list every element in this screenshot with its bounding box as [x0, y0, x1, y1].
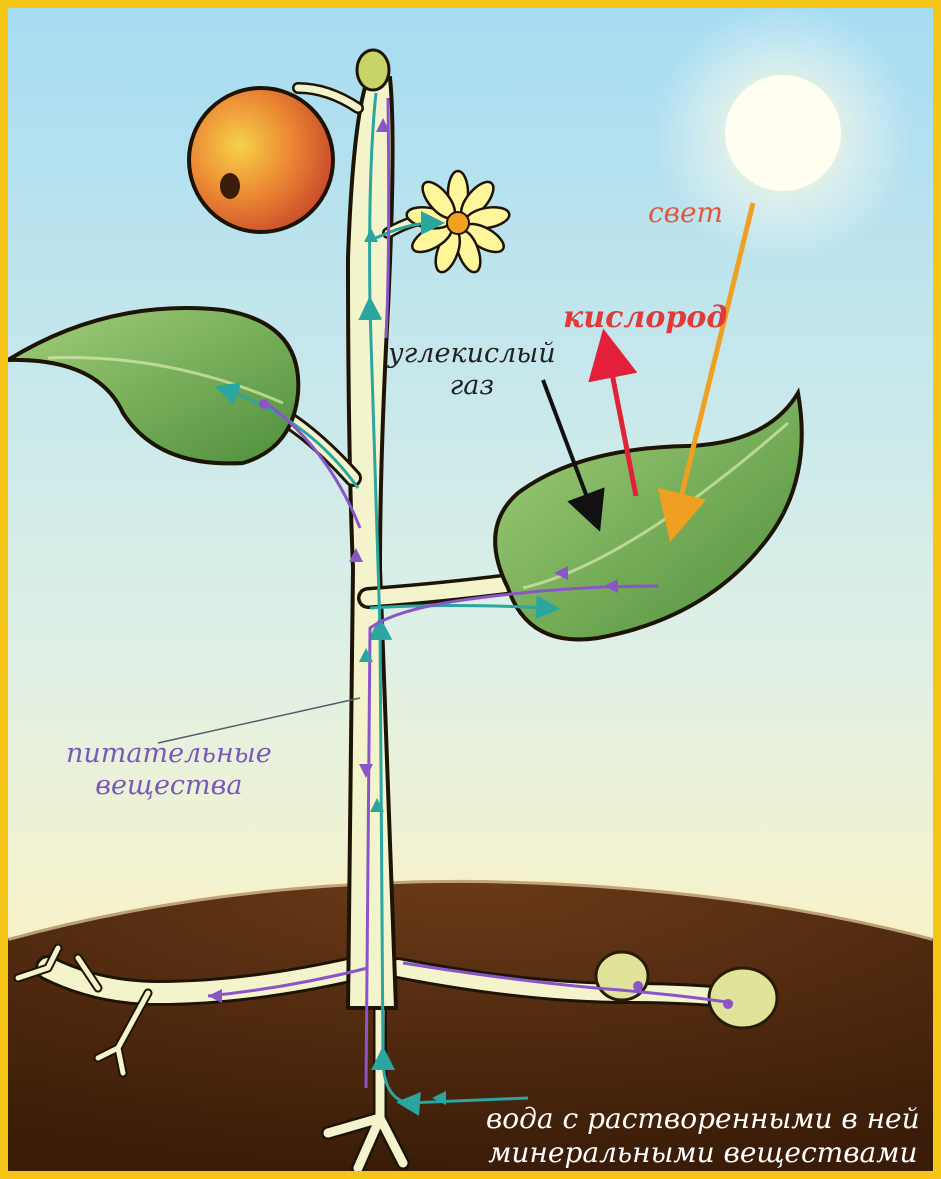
- tuber-large: [709, 968, 777, 1028]
- nutrients-label-line2: вещества: [66, 770, 272, 802]
- plant-diagram: [8, 8, 933, 1171]
- diagram-canvas: свет кислород углекислый газ питательные…: [8, 8, 933, 1171]
- oxygen-label: кислород: [563, 300, 727, 335]
- co2-label: углекислый газ: [388, 338, 556, 402]
- co2-label-line1: углекислый: [388, 338, 556, 370]
- sun-icon: [725, 75, 841, 191]
- nutrients-label-line1: питательные: [66, 738, 272, 770]
- bud: [357, 50, 389, 90]
- fruit: [189, 88, 333, 232]
- water-label: вода с растворенными в ней минеральными …: [486, 1102, 920, 1170]
- nutrients-label: питательные вещества: [66, 738, 272, 802]
- water-label-line1: вода с растворенными в ней: [486, 1102, 920, 1136]
- water-label-line2: минеральными веществами: [486, 1136, 920, 1170]
- fruit-seed: [220, 173, 240, 199]
- light-label: свет: [648, 196, 723, 229]
- co2-label-line2: газ: [388, 370, 556, 402]
